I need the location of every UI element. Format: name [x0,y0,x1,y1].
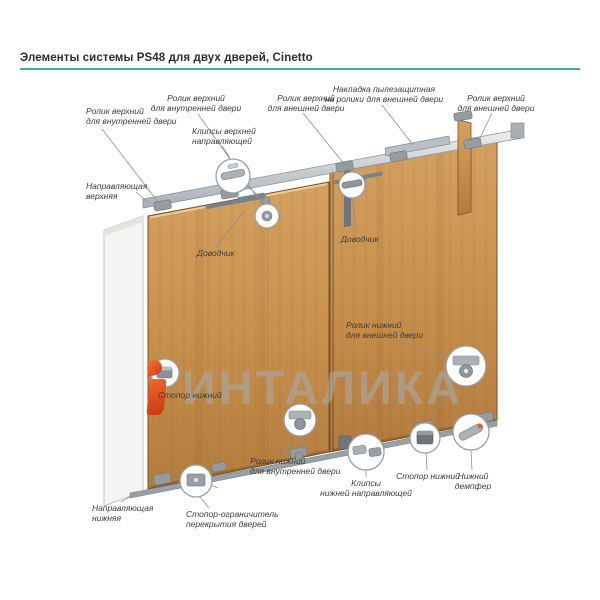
label-bottom-roller-inner-door: Ролик нижний для внутренней двери [250,456,341,476]
label-bottom-roller-outer-door: Ролик нижний для внешней двери [346,320,423,340]
label-top-guide-clips: Клипсы верхней направляющей [192,126,256,146]
detail-top-guide-clips [215,158,251,194]
label-top-roller-outer-door: Ролик верхний для внешней двери [267,93,345,113]
watermark-text: ИНТАЛИКА [182,360,464,414]
bottom-roller-inner-wheel [294,451,304,461]
detail-overlap-stopper [179,464,213,498]
detail-bottom-damper [452,413,490,451]
detail-closer [338,171,366,199]
callout-lines [101,104,493,509]
top-roller-outer-part-b [389,150,408,163]
dust-cover-part [384,135,451,157]
intalika-logo-icon [140,358,174,415]
watermark: ИНТАЛИКА [140,358,463,416]
wood-grain [341,140,487,452]
label-top-roller-outer-door-right: Ролик верхний для внешней двери [457,93,535,113]
track-end-cap [510,122,525,139]
label-top-roller-inner-door-left: Ролик верхний для внутренней двери [86,106,177,126]
edge-strip-bracket [453,110,473,122]
detail-bottom-roller-inner [283,403,317,437]
label-closer-outer: Доводчик [341,234,379,244]
label-dust-cover: Накладка пылезащитная на ролики для внеш… [324,84,444,104]
accent-rule [20,68,580,70]
label-bottom-guide: Направляющая нижняя [92,503,154,523]
page-title: Элементы системы PS48 для двух дверей, C… [20,52,313,64]
label-bottom-guide-clips: Клипсы нижней направляющей [320,478,412,498]
label-top-roller-inner-door: Ролик верхний для внутренней двери [150,93,242,113]
detail-bottom-roller-outer [445,345,487,387]
label-closer-inner: Доводчик [197,248,235,258]
label-bottom-damper: Нижний демпфер [454,471,492,491]
bottom-roller-left-part [153,472,172,486]
side-panel [103,215,144,507]
top-roller-outer-part-c [463,137,482,150]
label-top-guide: Направляющая верхняя [86,181,148,201]
detail-circles [150,158,490,498]
label-overlap-stopper: Стопор-ограничитель перекрытия дверей [186,509,279,529]
bottom-stopper-part [211,461,227,473]
top-roller-outer-part-a [335,160,354,173]
detail-bottom-stopper-right [409,422,441,454]
detail-top-roller [254,203,280,229]
detail-bottom-guide-clips [347,433,385,471]
label-bottom-stopper-right: Стопор нижний [396,471,460,481]
top-roller-inner-left-part [153,199,172,212]
label-bottom-stopper-left: Стопор нижний [158,390,222,400]
